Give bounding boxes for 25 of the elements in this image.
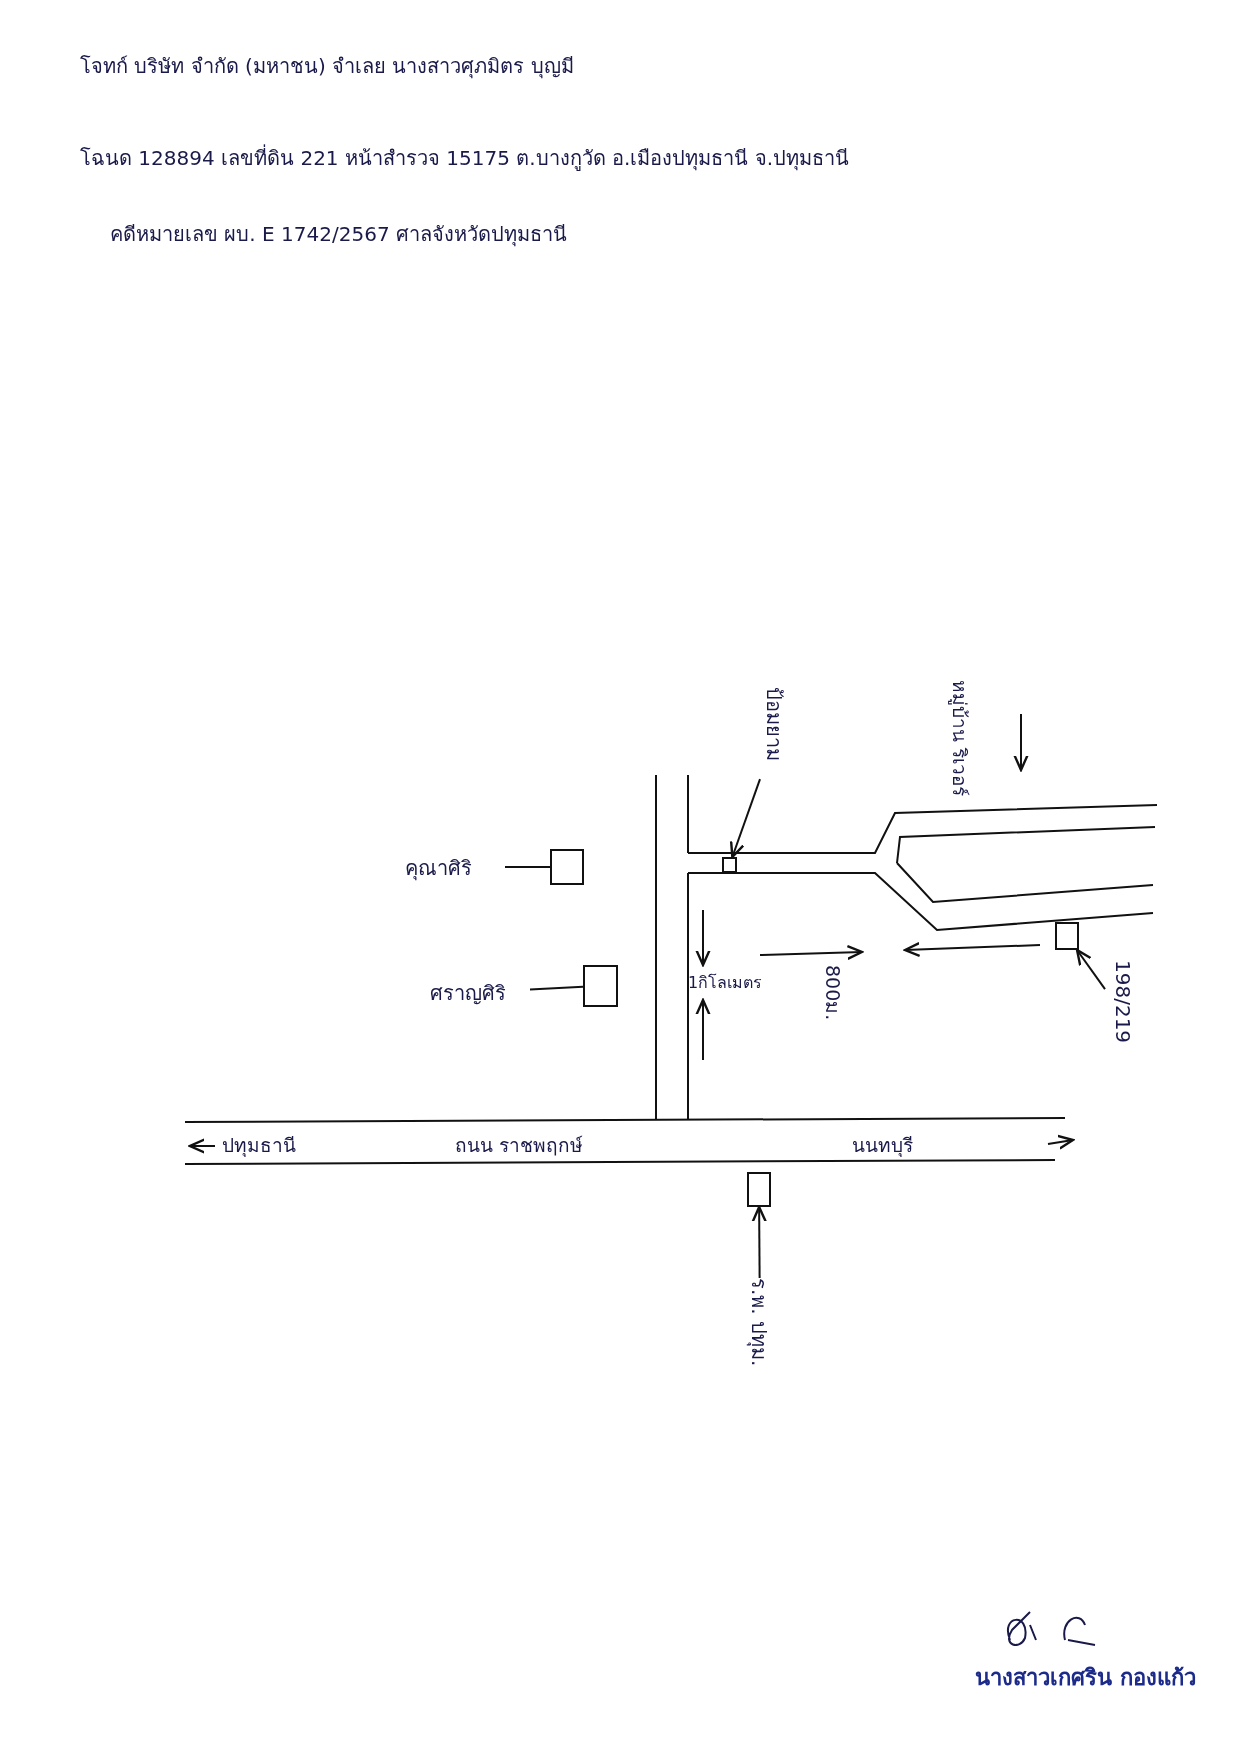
guard-post-label: ป้อมยาม — [760, 687, 790, 787]
house-number-label: 198/219 — [1105, 960, 1135, 1060]
arrow — [751, 1205, 767, 1279]
place-label: คุณาศิริ — [405, 852, 505, 882]
arrow — [1075, 948, 1106, 991]
case-parties-text: โจทก์ บริษัท จำกัด (มหาชน) จำเลย นางสาวศุภมิตร บุญมี — [80, 53, 574, 81]
arrow — [729, 778, 761, 859]
house-box — [583, 965, 618, 1007]
house-box — [550, 849, 584, 885]
land-plot-box — [1055, 922, 1079, 950]
leader-line — [504, 866, 551, 868]
place-label: นนทบุรี — [852, 1133, 913, 1159]
leader-line — [529, 985, 584, 991]
place-label: ศราญศิริ — [430, 977, 530, 1007]
land-plot-box — [747, 1172, 771, 1207]
case-number-text: คดีหมายเลข ผบ. E 1742/2567 ศาลจังหวัดปทุมธานี — [110, 221, 567, 249]
village-label: หมู่บ้าน ริเวอร์ — [947, 680, 972, 797]
place-label: ปทุมธานี — [222, 1133, 296, 1159]
title-deed-text: โฉนด 128894 เลขที่ดิน 221 หน้าสำรวจ 15175 ต.บางกูวัด อ.เมืองปทุมธานี จ.ปทุมธานี — [80, 143, 850, 173]
road-name-label: ถนน ราชพฤกษ์ — [455, 1133, 584, 1158]
gate-mark — [722, 857, 737, 873]
distance-label: 1กิโลเมตร — [688, 972, 763, 994]
distance-label: 800ม. — [821, 965, 845, 1021]
signatory-name: นางสาวเกศริน กองแก้ว — [975, 1664, 1196, 1692]
place-label: ร.พ. ปทุม. — [745, 1278, 775, 1388]
